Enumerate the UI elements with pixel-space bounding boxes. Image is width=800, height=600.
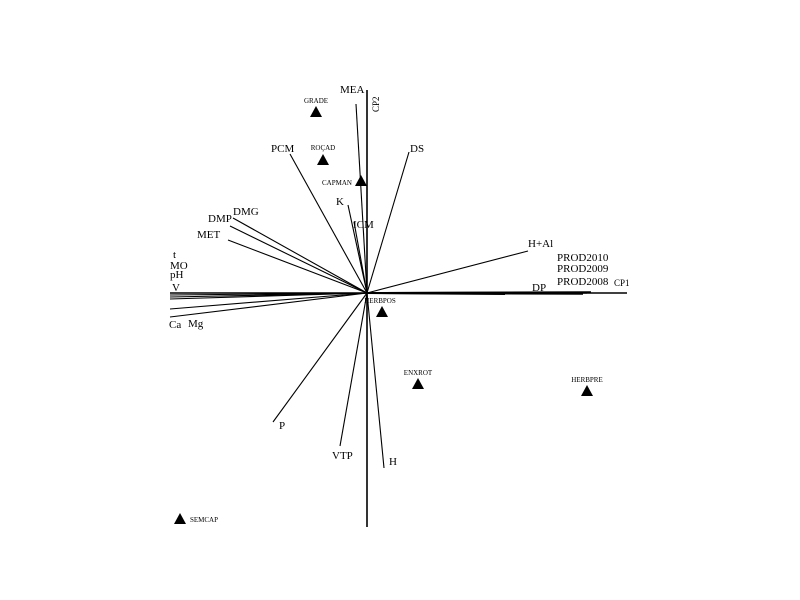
vector-label-pcm: PCM — [271, 143, 294, 155]
point-label-herbpre: HERBPRE — [571, 376, 603, 384]
point-label-herbpos: HERBPOS — [364, 297, 396, 305]
vector-label-mea: MEA — [340, 84, 365, 96]
point-label-enxrot: ENXROT — [404, 369, 433, 377]
vector-label-prod2010: PROD2010 — [557, 252, 609, 264]
cp2-axis-label: CP2 — [371, 96, 381, 112]
vector-v — [169, 292, 368, 300]
vector-label-p: P — [279, 420, 285, 432]
point-ro-ad — [317, 154, 329, 165]
vector-vtp — [339, 292, 368, 447]
vector-label-k: K — [336, 196, 344, 208]
vector-label-dmp: DMP — [208, 213, 232, 225]
vector-ds — [366, 151, 410, 294]
point-label-grade: GRADE — [304, 97, 328, 105]
vector-label-mg: Mg — [188, 318, 204, 330]
vector-h — [366, 292, 385, 469]
point-capman — [355, 175, 367, 186]
vector-label-t: t — [173, 249, 176, 261]
vector-pcm — [289, 153, 368, 294]
vector-label-icm: ICM — [353, 219, 374, 231]
point-enxrot — [412, 378, 424, 389]
vector-label-h: H — [389, 456, 397, 468]
vector-mg — [169, 292, 368, 310]
vector-label-ds: DS — [410, 143, 424, 155]
point-label-ro-ad: ROÇAD — [311, 144, 336, 152]
point-herbpre — [581, 385, 593, 396]
point-semcap — [174, 513, 186, 524]
vector-label-ph: pH — [170, 269, 184, 281]
vector-h-al — [366, 250, 529, 294]
point-label-capman: CAPMAN — [322, 179, 352, 187]
cp1-axis-label: CP1 — [614, 278, 630, 288]
vector-label-mo: MO — [170, 260, 188, 272]
vector-dmg — [232, 217, 368, 294]
vector-p — [272, 292, 368, 423]
vector-dmp — [229, 225, 368, 294]
vector-label-v: V — [172, 282, 180, 294]
vector-dp — [366, 292, 506, 295]
vector-label-vtp: VTP — [332, 450, 353, 462]
vector-label-met: MET — [197, 229, 221, 241]
vector-label-h-al: H+Al — [528, 238, 553, 250]
vector-mea — [355, 103, 368, 294]
vector-ca — [169, 292, 368, 318]
point-herbpos — [376, 306, 388, 317]
point-label-semcap: SEMCAP — [190, 516, 218, 524]
vector-icm — [353, 221, 368, 294]
vector-label-ca: Ca — [169, 319, 181, 331]
vector-label-prod2009: PROD2009 — [557, 263, 609, 275]
vector-label-dp: DP — [532, 282, 546, 294]
vector-label-prod2008: PROD2008 — [557, 276, 609, 288]
point-grade — [310, 106, 322, 117]
vector-met — [227, 239, 368, 294]
vector-label-dmg: DMG — [233, 206, 259, 218]
